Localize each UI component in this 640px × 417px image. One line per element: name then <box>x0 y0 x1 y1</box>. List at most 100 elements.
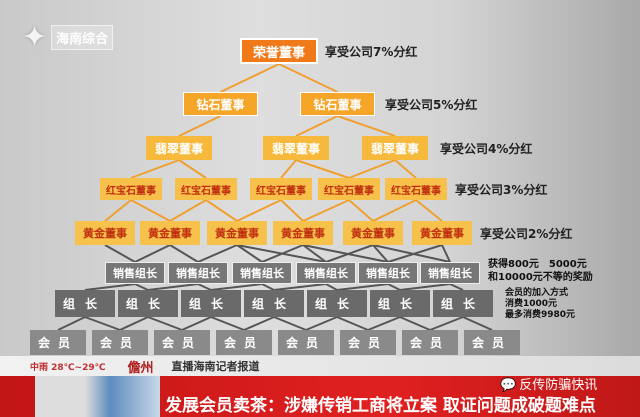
tier-box: 组长 <box>118 290 178 317</box>
connector-line <box>104 244 136 263</box>
tier-box: 黄金董事 <box>75 221 135 245</box>
headline-banner: 发展会员卖茶：涉嫌传销工商将立案 取证问题成破题难点 💬 反传防骗快讯 <box>0 376 640 417</box>
tier-box: 销售组长 <box>358 262 418 284</box>
news-ticker: 中雨 28℃~29℃ 儋州 直播海南记者报道 <box>0 356 640 376</box>
tier-box: 会员 <box>402 330 458 355</box>
watermark-text: 反传防骗快讯 <box>519 378 598 393</box>
tier-box: 销售组长 <box>420 262 480 284</box>
connector-line <box>399 316 431 331</box>
join-line: 会员的加入方式 <box>505 288 569 298</box>
connector-line <box>210 316 245 331</box>
connector-line <box>130 199 171 222</box>
tier-box: 会员 <box>92 330 148 355</box>
reward-line: 和10000元不等的奖励 <box>488 272 593 283</box>
tier-box: 翡翠董事 <box>146 136 212 160</box>
connector-line <box>337 115 396 137</box>
tier-box: 组长 <box>181 290 241 317</box>
connector-line <box>295 159 350 179</box>
connector-line <box>147 316 183 331</box>
connector-line <box>302 244 389 263</box>
connector-line <box>441 244 451 263</box>
connector-line <box>119 316 149 331</box>
star-logo-icon: ✦ <box>22 20 48 55</box>
tier-box: 荣誉董事 <box>240 38 318 64</box>
connector-line <box>278 63 338 93</box>
tier-box: 销售组长 <box>168 262 228 284</box>
connector-line <box>220 63 280 93</box>
tier-box: 钻石董事 <box>183 92 258 116</box>
benefit-label: 享受公司5%分红 <box>385 98 478 112</box>
tier-box: 翡翠董事 <box>362 136 428 160</box>
channel-logo: ✦ 海南综合 <box>22 20 114 55</box>
connector-line <box>261 244 304 263</box>
connector-line <box>462 316 493 331</box>
tier-box: 会员 <box>278 330 334 355</box>
tier-box: 红宝石董事 <box>175 178 237 200</box>
tier-box: 组长 <box>244 290 304 317</box>
connector-line <box>325 283 338 291</box>
connector-line <box>348 159 396 179</box>
join-note: 会员的加入方式 消费1000元 最多消费9980元 <box>505 288 575 321</box>
connector-line <box>169 244 199 263</box>
connector-line <box>387 244 443 263</box>
connector-line <box>415 199 443 222</box>
tier-box: 组长 <box>370 290 430 317</box>
benefit-label: 享受公司2%分红 <box>480 227 573 241</box>
tier-box: 黄金董事 <box>343 221 403 245</box>
benefit-label: 享受公司3%分红 <box>455 183 548 197</box>
connector-line <box>57 316 86 331</box>
connector-line <box>236 244 263 263</box>
tier-box: 钻石董事 <box>300 92 375 116</box>
connector-line <box>387 283 401 291</box>
connector-line <box>372 199 417 222</box>
benefit-label: 享受公司4%分红 <box>440 142 533 156</box>
connector-line <box>169 199 207 222</box>
benefit-label: 享受公司7%分红 <box>325 45 418 59</box>
city: 儋州 <box>127 360 154 376</box>
tier-box: 销售组长 <box>105 262 165 284</box>
tier-box: 组长 <box>307 290 367 317</box>
connector-line <box>305 316 338 331</box>
connector-line <box>429 316 464 331</box>
tier-box: 红宝石董事 <box>385 178 447 200</box>
connector-line <box>243 316 275 331</box>
headline: 发展会员卖茶：涉嫌传销工商将立案 取证问题成破题难点 <box>165 396 596 416</box>
connector-line <box>197 244 238 263</box>
connector-line <box>280 159 297 179</box>
connector-line <box>394 159 417 179</box>
connector-line <box>280 199 304 222</box>
tier-box: 会员 <box>340 330 396 355</box>
connector-line <box>336 283 389 291</box>
connector-line <box>302 199 350 222</box>
tier-box: 翡翠董事 <box>263 136 329 160</box>
tier-box: 黄金董事 <box>273 221 333 245</box>
tier-box: 黄金董事 <box>140 221 200 245</box>
connector-line <box>372 244 389 263</box>
connector-line <box>134 283 149 291</box>
connector-line <box>134 244 171 263</box>
watermark: 💬 反传防骗快讯 <box>500 377 597 394</box>
connector-line <box>273 283 327 291</box>
reward-note: 获得800元 5000元 和10000元不等的奖励 <box>488 258 593 284</box>
tier-box: 组长 <box>433 290 493 317</box>
connector-line <box>84 283 136 291</box>
video-thumbnail <box>35 376 160 417</box>
tier-box: 销售组长 <box>296 262 356 284</box>
tier-box: 红宝石董事 <box>100 178 162 200</box>
tier-box: 会员 <box>464 330 520 355</box>
connector-line <box>449 283 464 291</box>
connector-line <box>181 316 212 331</box>
connector-line <box>295 115 338 137</box>
connector-line <box>302 244 327 263</box>
connector-line <box>84 316 121 331</box>
logo-text: 海南综合 <box>51 25 114 50</box>
tier-box: 组长 <box>55 290 115 317</box>
connector-line <box>399 283 451 291</box>
weather: 中雨 28℃~29℃ <box>30 362 106 373</box>
connector-line <box>178 159 207 179</box>
connector-line <box>210 283 263 291</box>
connector-line <box>325 244 374 263</box>
connector-line <box>372 244 451 263</box>
